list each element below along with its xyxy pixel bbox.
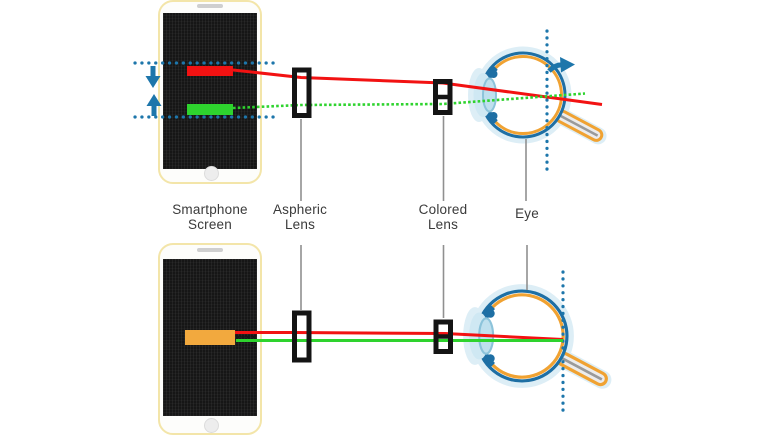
label-aspheric-lens: Aspheric Lens bbox=[272, 202, 328, 232]
orange-display-bar bbox=[185, 330, 235, 345]
red-display-bar bbox=[187, 66, 233, 76]
smartphone-top-screen bbox=[163, 13, 257, 169]
eye-top bbox=[468, 50, 610, 148]
aspheric-lens-bottom bbox=[292, 310, 312, 363]
focal-shift-arrow-icon bbox=[547, 57, 575, 73]
eye-bottom bbox=[463, 287, 614, 392]
colored-lens-bottom bbox=[433, 319, 453, 354]
label-colored-lens: Colored Lens bbox=[418, 202, 468, 232]
home-button-icon bbox=[204, 418, 219, 433]
aspheric-lens-top bbox=[292, 67, 312, 118]
label-eye: Eye bbox=[515, 206, 539, 221]
red-ray-bottom bbox=[235, 331, 564, 341]
phone-speaker bbox=[197, 248, 223, 252]
green-ray-top bbox=[232, 92, 586, 110]
label-smartphone-screen: Smartphone Screen bbox=[172, 202, 248, 232]
green-display-bar bbox=[187, 104, 233, 115]
red-ray-top bbox=[232, 68, 603, 106]
home-button-icon bbox=[204, 166, 219, 181]
phone-speaker bbox=[197, 4, 223, 8]
smartphone-top bbox=[158, 0, 262, 184]
colored-lens-top bbox=[433, 79, 453, 115]
